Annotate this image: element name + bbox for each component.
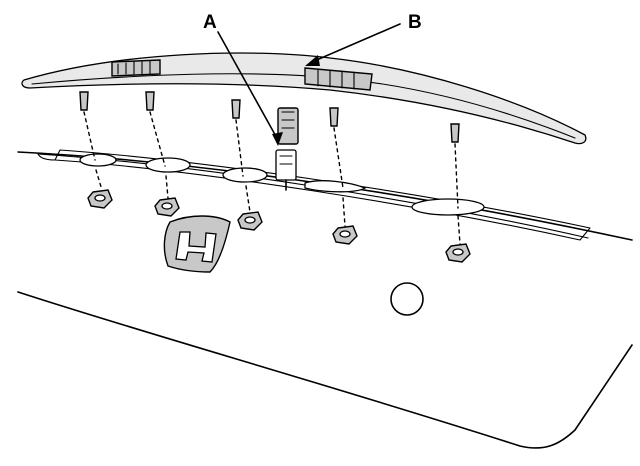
nuts <box>87 169 471 263</box>
mounting-recess <box>54 149 591 241</box>
callout-a-leader <box>217 31 279 141</box>
stud <box>329 107 344 189</box>
key-cylinder <box>390 282 424 316</box>
nut <box>332 197 358 245</box>
callout-b-arrowhead <box>305 55 320 66</box>
stud <box>79 91 96 161</box>
spoiler-brake-light <box>21 52 587 145</box>
nut <box>237 185 263 231</box>
stud <box>450 123 460 209</box>
mounting-slot <box>222 167 268 183</box>
callout-label-b: B <box>408 12 422 33</box>
nut <box>154 175 180 217</box>
studs <box>79 91 460 209</box>
light-lens <box>111 59 161 77</box>
emblem <box>163 215 231 273</box>
callout-b-leader <box>311 23 401 63</box>
nut <box>87 169 113 209</box>
leader-lines <box>217 23 401 146</box>
mounting-slot <box>145 157 191 173</box>
mounting-slot <box>79 153 117 167</box>
stud <box>145 91 166 167</box>
callout-a-arrowhead <box>272 132 283 146</box>
mounting-slot <box>411 198 485 216</box>
mounting-slot <box>304 180 367 193</box>
light-lens <box>304 67 373 91</box>
stud <box>231 99 244 177</box>
callout-label-a: A <box>203 12 217 33</box>
connector <box>275 107 299 191</box>
nut <box>445 215 471 263</box>
